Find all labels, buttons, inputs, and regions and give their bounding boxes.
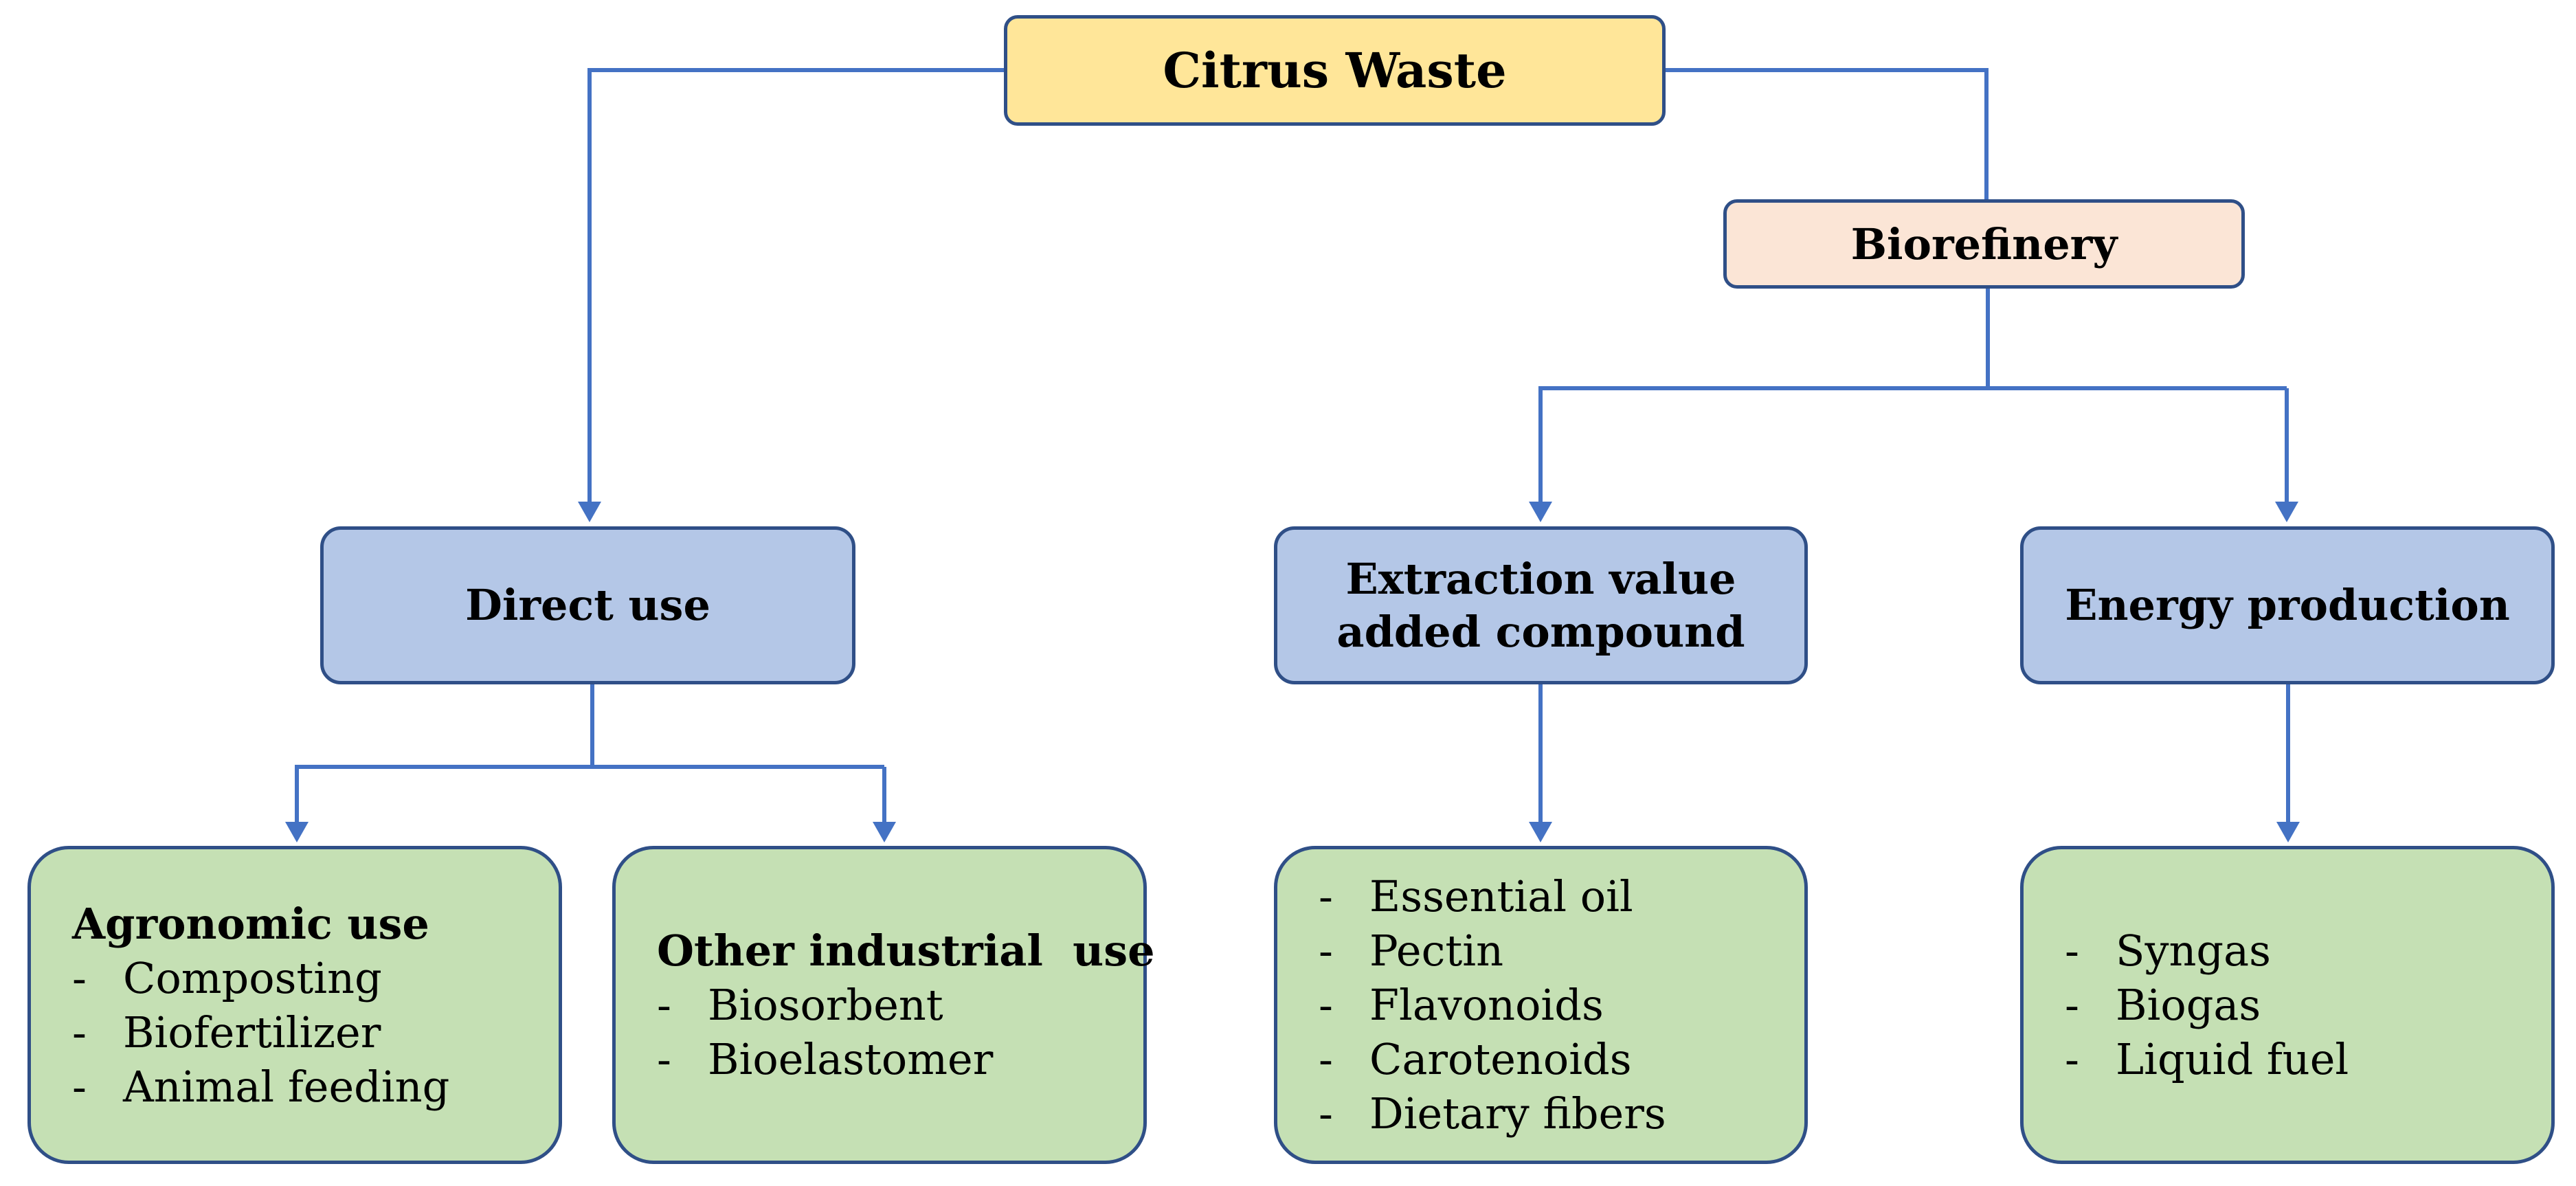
list-item-text: Dietary fibers bbox=[1369, 1088, 1666, 1139]
list-value-added-compounds: -Essential oil-Pectin-Flavonoids-Caroten… bbox=[1274, 846, 1808, 1164]
list-other-industrial-use: Other industrial use-Biosorbent-Bioelast… bbox=[612, 846, 1155, 1164]
list-item: -Flavonoids bbox=[1319, 978, 1804, 1032]
biorefinery-label: Biorefinery bbox=[1850, 219, 2118, 269]
arrowhead bbox=[578, 502, 601, 522]
list-item: -Biogas bbox=[2065, 978, 2551, 1032]
node-biorefinery: Biorefinery bbox=[1723, 199, 2245, 289]
arrowhead bbox=[873, 822, 896, 842]
extraction-label: Extraction value added compound bbox=[1336, 553, 1745, 658]
direct-use-label: Direct use bbox=[465, 580, 710, 631]
bullet-dash: - bbox=[2065, 926, 2079, 976]
bullet-dash: - bbox=[72, 1061, 87, 1112]
list-item: -Composting bbox=[72, 951, 559, 1005]
bullet-dash: - bbox=[72, 952, 87, 1003]
node-energy-production: Energy production bbox=[2020, 526, 2555, 684]
list-item: -Carotenoids bbox=[1319, 1032, 1804, 1086]
arrowhead bbox=[2275, 502, 2298, 522]
list-item-text: Liquid fuel bbox=[2116, 1034, 2349, 1084]
connector-root-to-biorefinery bbox=[1666, 68, 1989, 199]
list-item: -Animal feeding bbox=[72, 1060, 559, 1114]
bullet-dash: - bbox=[2065, 1034, 2079, 1084]
list-item: -Dietary fibers bbox=[1319, 1086, 1804, 1141]
list-item: -Pectin bbox=[1319, 924, 1804, 978]
list-item-text: Carotenoids bbox=[1369, 1034, 1632, 1084]
list-item-text: Syngas bbox=[2116, 926, 2271, 976]
node-extraction-value-added-compound: Extraction value added compound bbox=[1274, 526, 1808, 684]
connector-direct-to-agronomic bbox=[295, 765, 884, 837]
list-item-text: Essential oil bbox=[1369, 871, 1633, 921]
list-item-text: Bioelastomer bbox=[708, 1034, 994, 1084]
list-item: -Essential oil bbox=[1319, 869, 1804, 924]
bullet-dash: - bbox=[72, 1007, 87, 1058]
bullet-dash: - bbox=[657, 1034, 671, 1084]
list-item-text: Pectin bbox=[1369, 926, 1504, 976]
bullet-dash: - bbox=[1319, 926, 1333, 976]
list-item-text: Biofertilizer bbox=[123, 1007, 381, 1058]
list-item: -Biofertilizer bbox=[72, 1005, 559, 1060]
list-heading: Other industrial use bbox=[657, 926, 1155, 976]
arrowhead bbox=[1529, 502, 1552, 522]
connector-biorefinery-to-extraction bbox=[1538, 386, 2287, 517]
bullet-dash: - bbox=[1319, 980, 1333, 1030]
list-item-text: Animal feeding bbox=[123, 1061, 450, 1112]
list-item-text: Flavonoids bbox=[1369, 980, 1604, 1030]
root-label: Citrus Waste bbox=[1163, 42, 1507, 99]
root-node-citrus-waste: Citrus Waste bbox=[1004, 15, 1666, 126]
arrowhead bbox=[1529, 822, 1552, 842]
list-item-text: Biogas bbox=[2116, 980, 2261, 1030]
bullet-dash: - bbox=[657, 980, 671, 1030]
arrowhead bbox=[2276, 822, 2300, 842]
connector-root-to-direct-use bbox=[587, 68, 1004, 517]
node-direct-use: Direct use bbox=[320, 526, 855, 684]
bullet-dash: - bbox=[1319, 1034, 1333, 1084]
bullet-dash: - bbox=[2065, 980, 2079, 1030]
list-item-text: Composting bbox=[123, 952, 382, 1003]
list-item: -Liquid fuel bbox=[2065, 1032, 2551, 1086]
list-heading: Agronomic use bbox=[72, 898, 429, 949]
list-agronomic-use: Agronomic use-Composting-Biofertilizer-A… bbox=[27, 846, 562, 1164]
bullet-dash: - bbox=[1319, 1088, 1333, 1139]
energy-label: Energy production bbox=[2065, 580, 2510, 631]
list-item: -Syngas bbox=[2065, 924, 2551, 978]
arrowhead bbox=[285, 822, 309, 842]
list-item: -Biosorbent bbox=[657, 978, 1143, 1032]
list-item: -Bioelastomer bbox=[657, 1032, 1143, 1086]
list-energy-products: -Syngas-Biogas-Liquid fuel bbox=[2020, 846, 2555, 1164]
list-item-text: Biosorbent bbox=[708, 980, 943, 1030]
bullet-dash: - bbox=[1319, 871, 1333, 921]
